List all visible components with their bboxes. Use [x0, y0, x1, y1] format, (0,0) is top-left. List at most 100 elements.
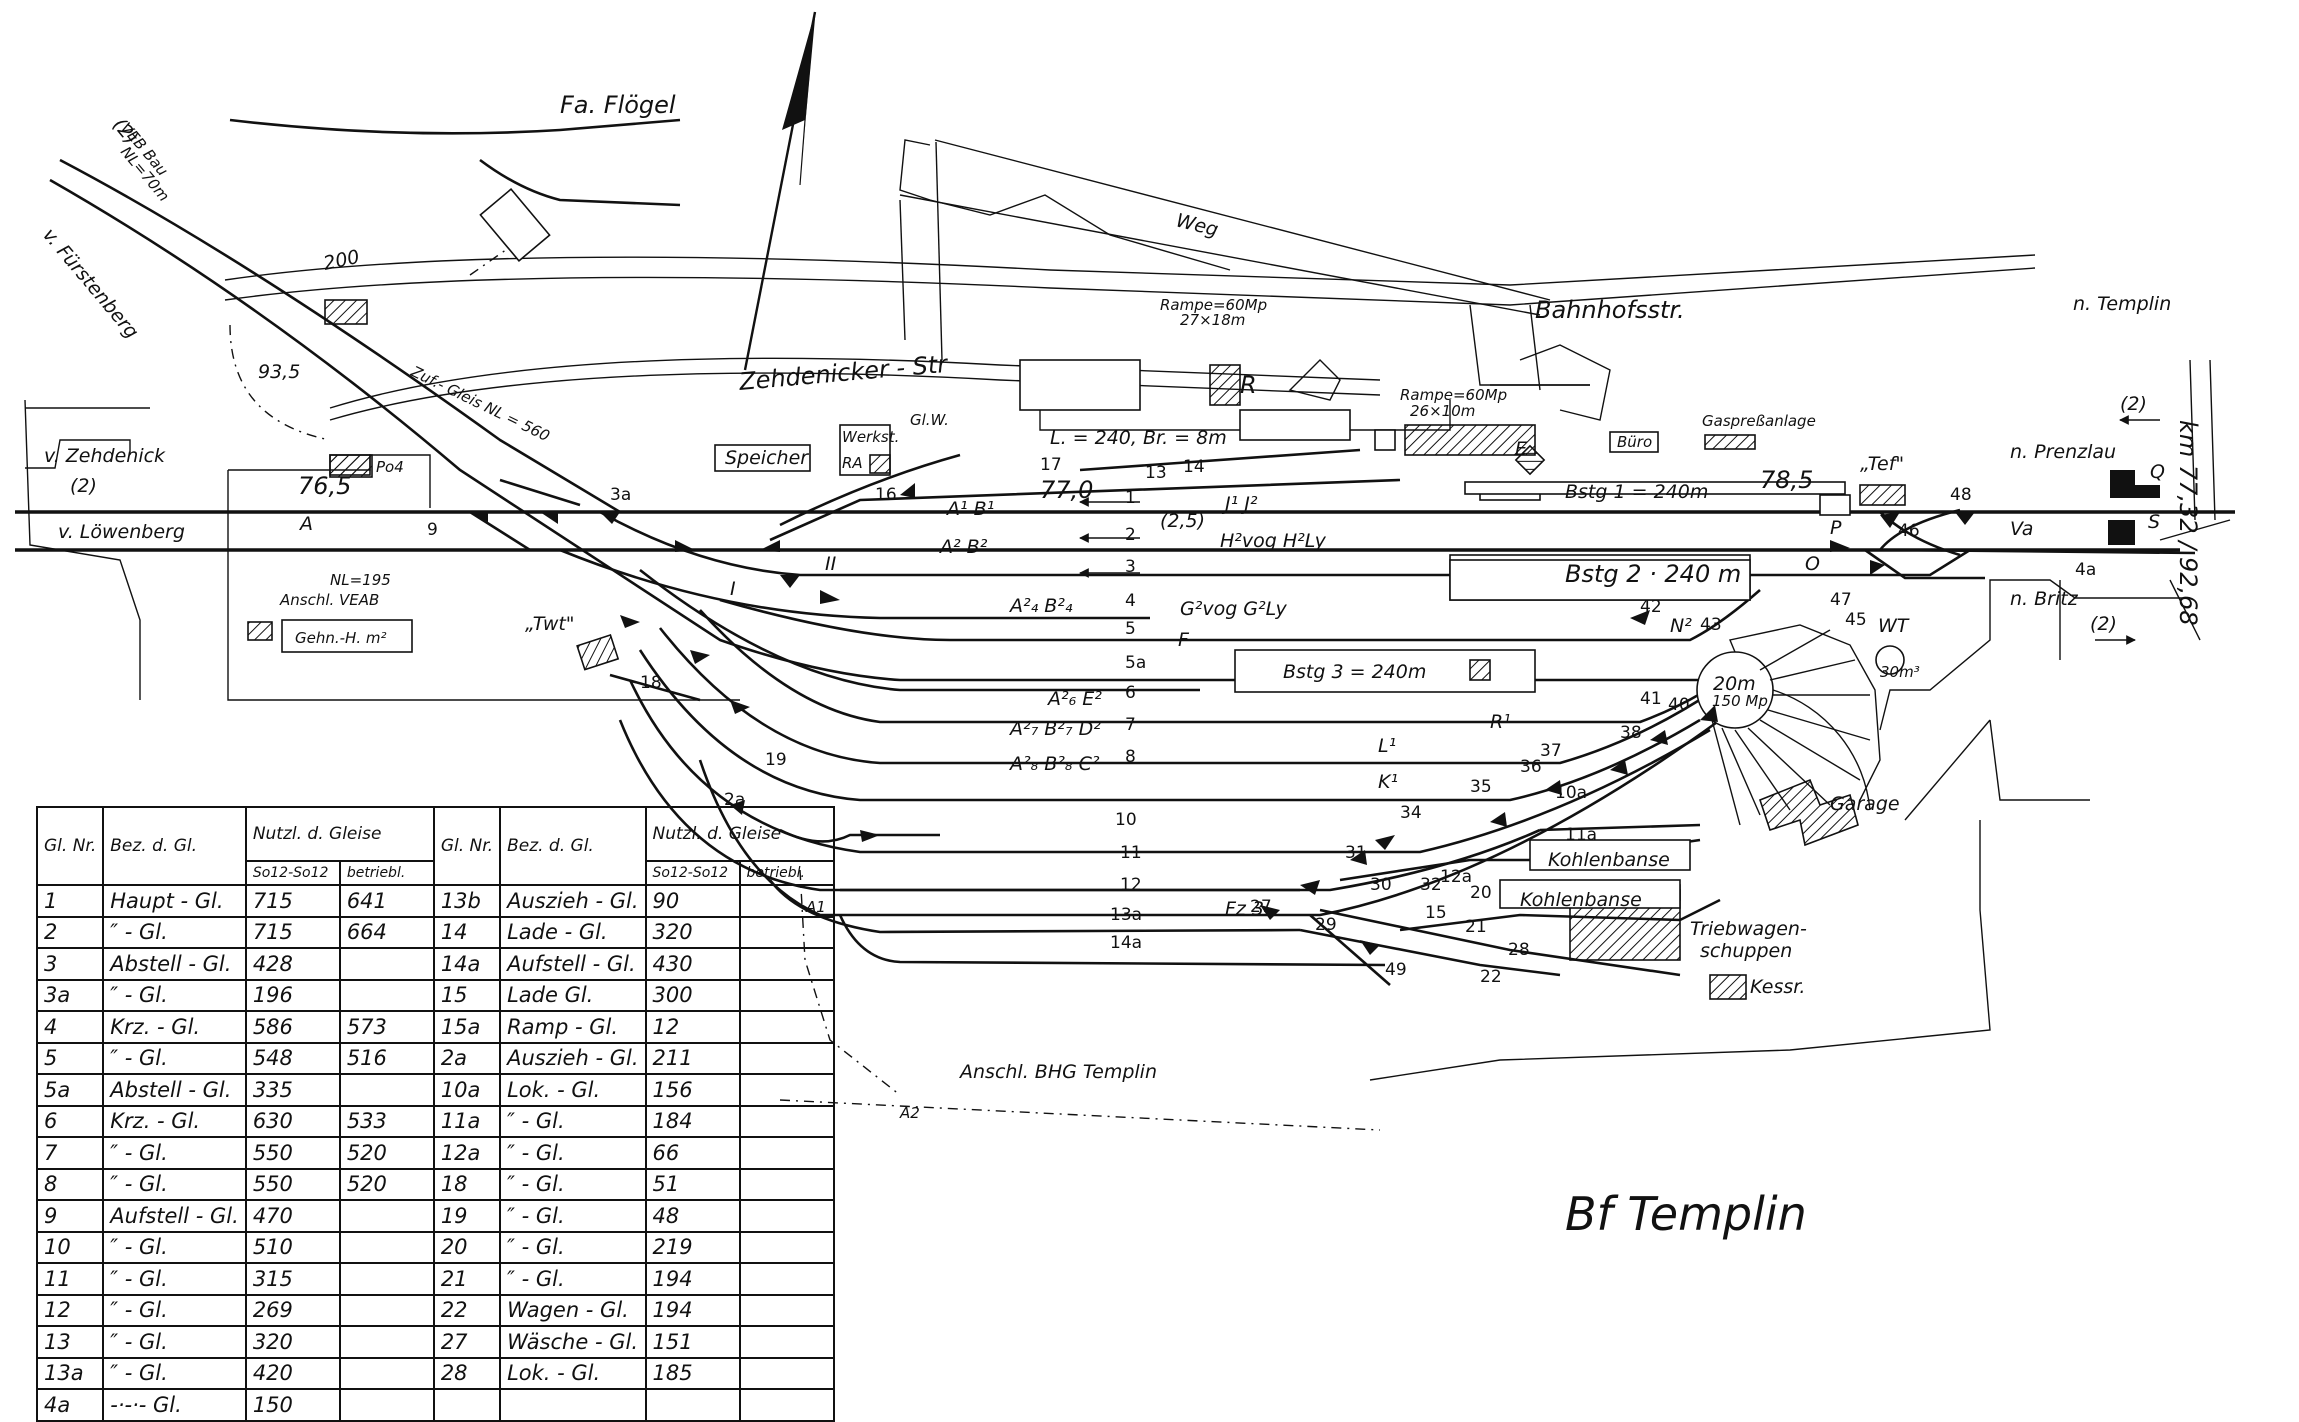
cell-bez: Krz. - Gl. [102, 1010, 247, 1044]
track-number: 14 [1183, 457, 1205, 477]
cell-so: 586 [244, 1010, 341, 1044]
cell-nr: 13 [35, 1325, 105, 1359]
cell-bez: Abstell - Gl. [102, 947, 247, 981]
label-fz3: Fz 3 [1225, 898, 1264, 920]
cell-so-r: 12 [644, 1010, 741, 1044]
track-number: 3 [1125, 557, 1136, 577]
label-gl-w: Gl.W. [910, 411, 949, 429]
label-rampe2-a: Rampe=60Mp [1400, 386, 1507, 404]
cell-nr: 12 [35, 1293, 105, 1327]
cell-nr-r: 20 [432, 1230, 502, 1264]
cell-betr-r [738, 978, 835, 1012]
cell-so-r: 211 [644, 1041, 741, 1075]
signal-label: J¹ J² [1221, 493, 1258, 515]
cell-bez-r: ″ - Gl. [499, 1199, 647, 1233]
label-twt: „Twt" [525, 613, 575, 635]
cell-nr: 5 [35, 1041, 105, 1075]
cell-betr-r [738, 1325, 835, 1359]
label-r: R [1240, 371, 1257, 399]
cell-so-r: 430 [644, 947, 741, 981]
cell-nr-r: 28 [432, 1356, 502, 1390]
signal-label: Q [2150, 461, 2165, 483]
cell-nr: 9 [35, 1199, 105, 1233]
cell-so: 550 [244, 1167, 341, 1201]
th-gl-nr-2: Gl. Nr. [432, 806, 502, 886]
cell-betr: 533 [338, 1104, 435, 1138]
track-number: 19 [765, 750, 787, 770]
th-bez-2: Bez. d. Gl. [499, 806, 647, 886]
label-km200: 200 [321, 246, 361, 275]
label-turntable-sub: 150 Mp [1712, 692, 1768, 710]
cell-bez: ″ - Gl. [102, 1041, 247, 1075]
dir-britz-code: (2) [2090, 613, 2117, 635]
cell-betr [338, 1262, 435, 1296]
signal-label: S [2148, 511, 2160, 533]
th-so-2: So12-So12 [644, 860, 741, 886]
signal-label: G²vog G²Ly [1180, 598, 1288, 620]
cell-so: 315 [244, 1262, 341, 1296]
cell-bez-r: ″ - Gl. [499, 1230, 647, 1264]
track-number: 2a [724, 790, 745, 810]
track-number: 6 [1125, 683, 1136, 703]
label-anschl-veab: Anschl. VEAB [279, 591, 379, 609]
cell-nr: 1 [35, 884, 105, 918]
cell-nr-r: 27 [432, 1325, 502, 1359]
signal-label: A²₄ B²₄ [1008, 595, 1073, 617]
track-number: 13a [1110, 905, 1142, 925]
cell-betr-r [738, 1041, 835, 1075]
label-rampe2-b: 26×10m [1410, 402, 1475, 420]
label-anschl-veab-nl: NL=195 [330, 571, 391, 589]
track-number: 46 [1898, 521, 1920, 541]
cell-so-r: 300 [644, 978, 741, 1012]
cell-betr-r [738, 1293, 835, 1327]
cell-nr: 13a [35, 1356, 105, 1390]
cell-so: 548 [244, 1041, 341, 1075]
label-bstg3: Bstg 3 = 240m [1283, 661, 1426, 683]
cell-so: 715 [244, 884, 341, 918]
track-number: 18 [640, 673, 662, 693]
cell-so: 269 [244, 1293, 341, 1327]
signal-label: L¹ [1378, 735, 1396, 757]
track-number: 10 [1115, 810, 1137, 830]
signal-label: P [1830, 517, 1842, 539]
label-km93: 93,5 [258, 361, 300, 383]
cell-nr-r: 12a [432, 1136, 502, 1170]
cell-nr: 5a [35, 1073, 105, 1107]
cell-bez: ″ - Gl. [102, 978, 247, 1012]
track-number: 2 [1125, 525, 1136, 545]
direction-arrows [1079, 415, 2160, 645]
signal-label: A¹ B¹ [945, 498, 994, 520]
cell-so: 320 [244, 1325, 341, 1359]
label-gehn: Gehn.-H. m² [295, 629, 387, 647]
cell-nr: 11 [35, 1262, 105, 1296]
label-schuppen: schuppen [1700, 940, 1792, 962]
cell-betr-r [738, 1167, 835, 1201]
cell-betr [338, 1325, 435, 1359]
label-bstg2: Bstg 2 · 240 m [1565, 560, 1741, 588]
track-number: 9 [427, 520, 438, 540]
signal-label: F [1178, 629, 1190, 651]
north-arrow-icon [743, 11, 817, 371]
dir-britz: n. Britz [2010, 588, 2079, 610]
track-number: 7 [1125, 715, 1136, 735]
cell-so: 335 [244, 1073, 341, 1107]
cell-bez-r: Ramp - Gl. [499, 1010, 647, 1044]
th-betr-2: betriebl. [738, 860, 835, 886]
cell-nr: 8 [35, 1167, 105, 1201]
cell-betr-r [738, 1199, 835, 1233]
cell-so-r: 194 [644, 1293, 741, 1327]
cell-nr: 10 [35, 1230, 105, 1264]
cell-so-r: 184 [644, 1104, 741, 1138]
track-number: 29 [1315, 915, 1337, 935]
cell-nr-r: 11a [432, 1104, 502, 1138]
cell-nr-r: 19 [432, 1199, 502, 1233]
th-nutzl: Nutzl. d. Gleise [244, 806, 435, 862]
